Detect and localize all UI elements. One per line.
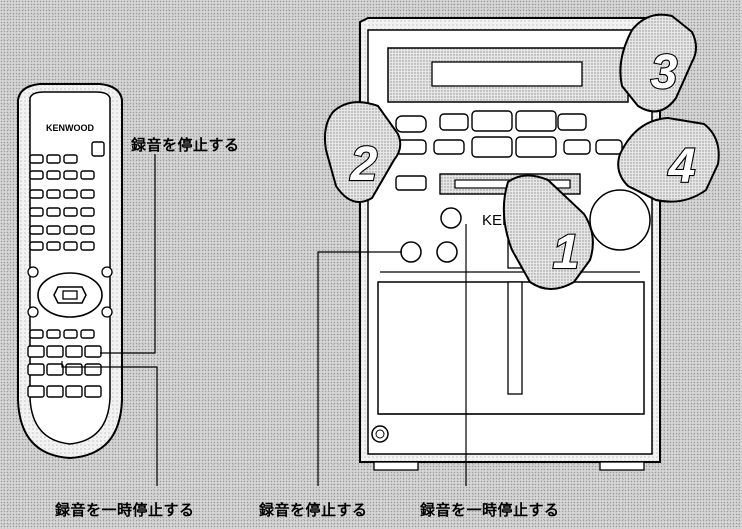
label-unit-pause-recording: 録音を一時停止する — [420, 501, 560, 519]
remote-power-button[interactable] — [91, 141, 105, 157]
pause-record-button[interactable] — [436, 241, 458, 263]
stop-record-button[interactable] — [440, 207, 462, 229]
step-number-4: 4 — [668, 140, 696, 193]
hand-icon-step-1: 1 — [502, 174, 594, 290]
step-number-3: 3 — [651, 46, 678, 99]
label-unit-stop-recording: 録音を停止する — [259, 501, 368, 519]
remote-navigation-pad[interactable] — [27, 266, 113, 318]
headphone-jack[interactable] — [371, 425, 389, 443]
label-remote-pause-recording: 録音を一時停止する — [55, 501, 195, 519]
remote-control: KENWOOD — [17, 83, 123, 460]
hand-icon-step-4: 4 — [617, 116, 720, 203]
hand-icon-step-3: 3 — [619, 13, 697, 113]
remote-button-grid[interactable] — [29, 154, 95, 251]
remote-leader-lines — [61, 154, 158, 486]
unit-leader-lines — [317, 224, 467, 486]
label-remote-stop-recording: 録音を停止する — [131, 136, 240, 154]
step-number-1: 1 — [553, 226, 580, 279]
hand-icon-step-2: 2 — [323, 101, 402, 203]
front-panel-buttons[interactable] — [395, 110, 623, 158]
volume-knob[interactable] — [589, 189, 651, 251]
step-number-2: 2 — [350, 138, 378, 191]
remote-brand-logo: KENWOOD — [46, 123, 94, 133]
record-button[interactable] — [400, 241, 422, 263]
